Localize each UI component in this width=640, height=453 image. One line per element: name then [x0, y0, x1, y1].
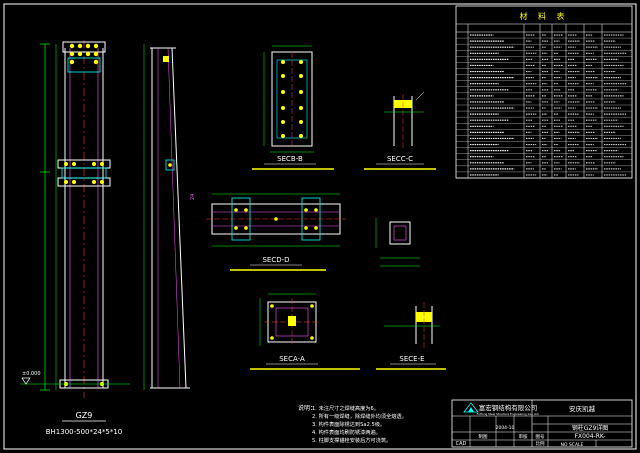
section-e-e-label: SECE-E	[399, 355, 424, 363]
note-line-2: 2. 所有一级焊缝，除焊缝外均须全熔透。	[312, 412, 407, 420]
section-d-d-detail	[206, 193, 346, 247]
note-line-1: 1. 未注尺寸之焊缝高度为6。	[312, 404, 379, 412]
section-c-c-label: SECC-C	[387, 155, 413, 163]
column-mark: GZ9	[76, 411, 93, 420]
column-elevation: ±0.000	[20, 40, 130, 398]
project-name: 安庆凯越	[569, 404, 596, 413]
section-e-e-detail	[384, 302, 440, 348]
section-d-d-label: SECD-D	[262, 256, 289, 264]
column-section-spec: BH1300-500*24*5*10	[46, 428, 123, 436]
title-block	[451, 399, 633, 448]
material-table-title: 材 料 表	[519, 11, 568, 21]
company-name: 富宏钢结构有限公司	[479, 403, 538, 412]
drawing-number-label: 图号	[536, 434, 545, 440]
detail-plate-small	[375, 218, 420, 267]
drawing-name: 钢柱GZ9详图	[572, 424, 609, 432]
section-c-c-detail	[384, 91, 425, 148]
level-mark: ±0.000	[22, 371, 41, 377]
drawing-scale: NO SCALE	[561, 442, 584, 448]
svg-text:24: 24	[190, 194, 196, 200]
drawing-date: 2004-10	[496, 425, 515, 431]
checked-by-label: 审核	[519, 433, 528, 440]
section-b-b-label: SECB-B	[277, 155, 303, 163]
design-notes: 说明： 1. 未注尺寸之焊缝高度为6。 2. 所有一级焊缝，除焊缝外均须全熔透。…	[298, 404, 407, 444]
notes-heading: 说明：	[298, 404, 316, 412]
note-line-3: 3. 构件表面除锈达到Sa2.5级。	[312, 420, 385, 428]
column-side-view: 24	[143, 44, 196, 390]
sheet-frame	[3, 3, 637, 450]
note-line-4: 4. 构件表面均刷防锈漆两遍。	[312, 428, 381, 436]
section-b-b-detail	[263, 45, 314, 153]
scale-label: 比例	[536, 440, 545, 447]
section-a-a-label: SECA-A	[279, 355, 305, 363]
company-name-en: FuHong Steel Structure Engineering Co., …	[477, 412, 540, 416]
section-a-a-detail	[259, 293, 320, 346]
note-line-5: 5. 柱脚支撑锚栓安装后方可浇筑。	[312, 436, 391, 444]
drawn-by-label: 制图	[479, 433, 488, 440]
drawing-number: FX004-RK-	[575, 433, 606, 440]
cad-label: CAD	[456, 441, 467, 447]
material-table	[455, 5, 633, 179]
